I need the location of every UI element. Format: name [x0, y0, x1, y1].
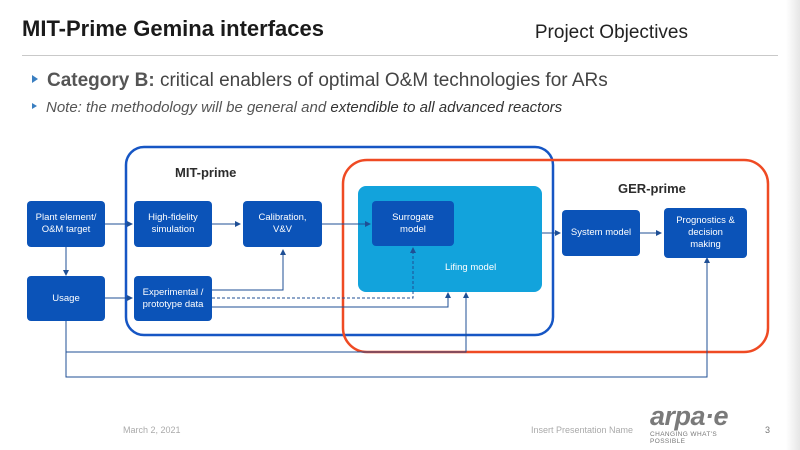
slide-title: MIT-Prime Gemina interfaces [22, 16, 324, 41]
node-surrogate-model: Surrogate model [372, 201, 454, 246]
bullet-arrow-icon [32, 103, 37, 110]
arrow-experimental-to-calibration [212, 249, 286, 291]
bullet-category-label: Category B: [47, 70, 155, 91]
node-usage: Usage [27, 276, 105, 321]
ger-prime-region [341, 158, 770, 354]
node-system-model: System model [562, 210, 640, 256]
logo-wordmark: arpa·e [650, 401, 729, 431]
bullet-category-text: critical enablers of optimal O&M technol… [154, 70, 608, 91]
node-prognostics: Prognostics & decision making [664, 208, 747, 258]
node-calibration-vv: Calibration, V&V [243, 201, 322, 247]
bullet-note-emphasis: extendible to all advanced reactors [330, 99, 563, 116]
bullet-note-text: Note: the methodology will be general an… [46, 99, 331, 116]
mit-prime-region [124, 145, 555, 337]
arrow-experimental-to-lifing [212, 292, 451, 308]
title-divider [22, 55, 778, 56]
page-number: 3 [765, 425, 771, 435]
node-plant-element: Plant element/ O&M target [27, 201, 105, 247]
slide-edge-shadow [786, 0, 800, 450]
ger-prime-label: GER-prime [618, 181, 686, 196]
arrow-usage-to-prognostics [65, 257, 710, 378]
arrow-usage-to-lifing [65, 292, 469, 353]
logo-tagline: CHANGING WHAT'S POSSIBLE [650, 431, 718, 445]
footer-date: March 2, 2021 [123, 425, 181, 435]
node-experimental-data: Experimental / prototype data [134, 276, 212, 321]
node-high-fidelity-simulation: High-fidelity simulation [134, 201, 212, 247]
arpa-e-logo: arpa·e CHANGING WHAT'S POSSIBLE [650, 401, 744, 446]
section-label: Project Objectives [534, 22, 688, 43]
bullet-arrow-icon [32, 74, 38, 83]
dashed-experimental-to-surrogate [212, 247, 416, 299]
footer-presentation-name: Insert Presentation Name [531, 425, 634, 435]
mit-prime-label: MIT-prime [175, 165, 237, 180]
lifing-model-label: Lifing model [445, 262, 497, 273]
bullet-category-b: Category B: critical enablers of optimal… [32, 70, 608, 92]
bullet-note: Note: the methodology will be general an… [32, 99, 562, 116]
